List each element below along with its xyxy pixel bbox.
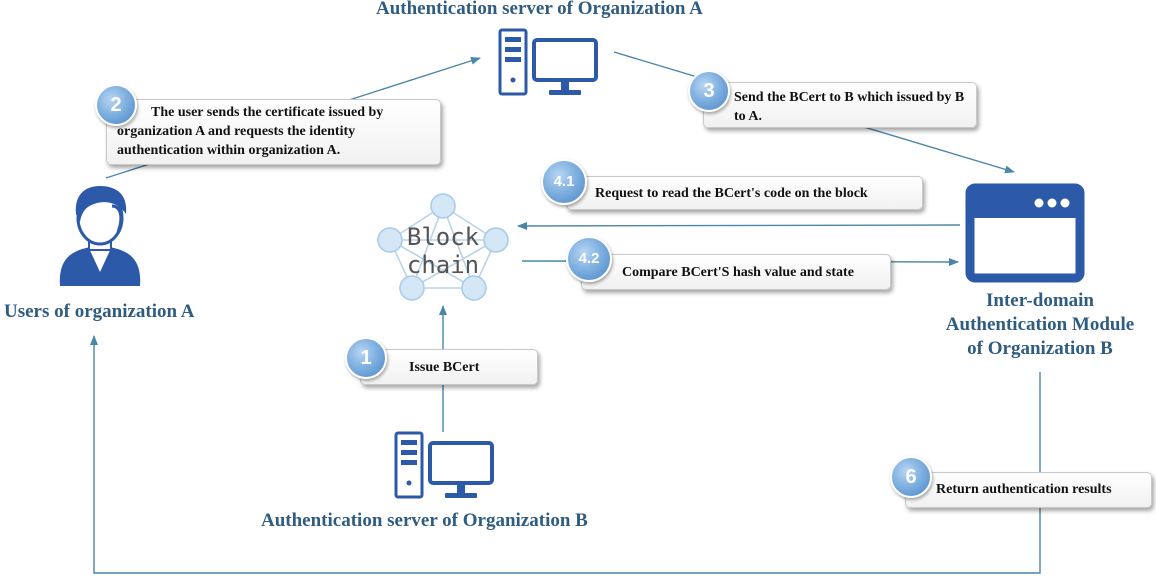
- step-3-badge: 3: [688, 70, 730, 112]
- step-4-1-callout: Request to read the BCert's code on the …: [566, 176, 923, 210]
- chain-node: [377, 227, 403, 253]
- interdomain-label: Inter-domain Authentication Module of Or…: [920, 289, 1156, 361]
- server-a-icon: [498, 28, 598, 96]
- step-1-badge: 1: [345, 337, 387, 379]
- step-2-text: The user sends the certificate issued by…: [117, 105, 384, 158]
- step-4-2-badge: 4.2: [566, 236, 612, 282]
- step-2-badge: 2: [95, 84, 137, 126]
- step-4-2-callout: Compare BCert'S hash value and state: [581, 254, 891, 290]
- chain-node: [461, 275, 487, 301]
- interdomain-label-line1: Inter-domain: [985, 290, 1095, 311]
- step-1-callout: Issue BCert: [360, 349, 538, 385]
- step-4-2-text: Compare BCert'S hash value and state: [622, 265, 854, 280]
- step-1-text: Issue BCert: [409, 360, 480, 375]
- chain-node: [399, 275, 425, 301]
- server-b-label: Authentication server of Organization B: [261, 510, 588, 531]
- interdomain-label-line2: Authentication Module: [945, 314, 1135, 335]
- step-3-callout: Send the BCert to B which issued by B to…: [703, 82, 977, 128]
- user-icon: [59, 186, 141, 286]
- step-4-1-badge: 4.1: [541, 159, 587, 205]
- chain-node: [483, 227, 509, 253]
- step-2-callout: The user sends the certificate issued by…: [106, 99, 441, 165]
- step-6-callout: Return authentication results: [905, 472, 1152, 508]
- blockchain-label-line1: Block: [406, 223, 480, 251]
- interdomain-label-line3: of Organization B: [967, 338, 1113, 359]
- step-6-text: Return authentication results: [936, 482, 1112, 497]
- step-6-badge: 6: [890, 456, 932, 498]
- users-a-label: Users of organization A: [4, 301, 195, 322]
- blockchain-label: Block chain: [383, 223, 503, 279]
- browser-window-icon: [965, 183, 1085, 283]
- blockchain-network: [377, 193, 509, 301]
- step-3-text: Send the BCert to B which issued by B to…: [734, 90, 965, 124]
- edge-interdomain-to-blockchain: [517, 221, 961, 230]
- blockchain-label-line2: chain: [406, 251, 480, 279]
- server-b-icon: [394, 431, 494, 499]
- step-4-1-text: Request to read the BCert's code on the …: [595, 186, 868, 201]
- edge-return-results: [90, 335, 1041, 574]
- server-a-label: Authentication server of Organization A: [376, 0, 703, 19]
- chain-node: [430, 193, 456, 219]
